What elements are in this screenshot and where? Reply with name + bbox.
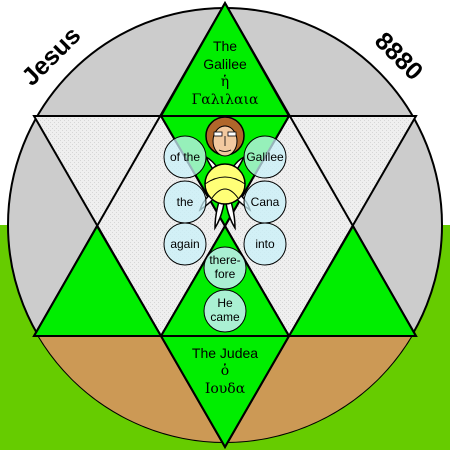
circle-galilee xyxy=(243,135,287,179)
circle-he-came xyxy=(203,289,247,333)
circle-into xyxy=(243,222,287,266)
word-circles xyxy=(163,135,287,333)
circle-therefore xyxy=(203,246,247,290)
face-icon xyxy=(205,116,245,157)
bottom-judea-text: The Judea xyxy=(192,345,258,361)
halo-inner-lines xyxy=(204,176,246,199)
word-into: into xyxy=(255,237,275,251)
circle-again xyxy=(163,222,207,266)
word-cana: Cana xyxy=(251,195,280,209)
word-of-the: of the xyxy=(170,150,200,164)
halo-icon xyxy=(204,163,246,205)
word-the: the xyxy=(177,195,194,209)
word-again: again xyxy=(170,237,199,251)
top-the-text: The xyxy=(213,38,237,54)
bottom-greek-word: Ιουδα xyxy=(205,381,246,397)
word-galilee: Galilee xyxy=(246,150,284,164)
top-galilee-text: Galilee xyxy=(203,56,247,72)
top-greek-article: ἡ xyxy=(221,73,229,90)
word-there: there- xyxy=(209,253,240,267)
downward-triangle-outline xyxy=(32,115,418,450)
word-he: He xyxy=(217,296,233,310)
top-greek-word: Γαλιλαια xyxy=(192,92,259,108)
circle-of-the xyxy=(163,135,207,179)
word-came: came xyxy=(210,310,240,324)
word-fore: fore xyxy=(215,267,236,281)
bottom-greek-article: ὁ xyxy=(221,362,229,379)
upward-triangle-outline xyxy=(32,0,418,337)
